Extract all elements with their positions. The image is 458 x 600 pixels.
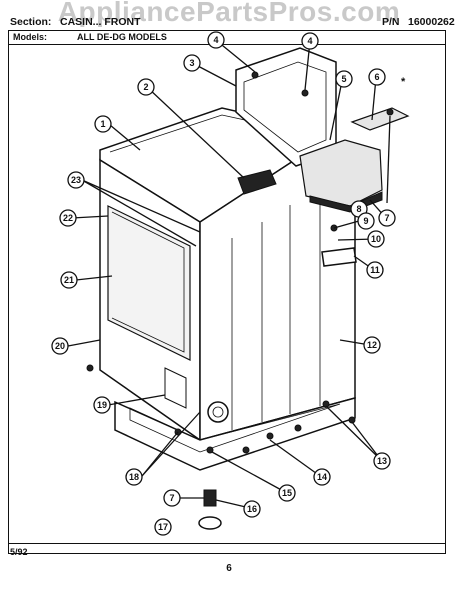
callout-17: 17 (154, 518, 172, 536)
svg-text:20: 20 (55, 341, 65, 351)
callout-18: 18 (125, 468, 143, 486)
watermark: AppliancePartsPros.com (57, 0, 401, 27)
callout-11: 11 (366, 261, 384, 279)
callout-12: 12 (363, 336, 381, 354)
revision-date: 5/92 (10, 547, 28, 557)
callout-5: 5 (335, 70, 353, 88)
models-value: ALL DE-DG MODELS (77, 32, 167, 42)
bracket (321, 247, 357, 267)
svg-text:22: 22 (63, 213, 73, 223)
callout-4b: 4 (301, 32, 319, 50)
callout-3: 3 (183, 54, 201, 72)
svg-text:21: 21 (64, 275, 74, 285)
header: Section: CASIN... FRONT P/N 16000262 (8, 16, 455, 30)
svg-text:12: 12 (367, 340, 377, 350)
diagram-frame: Models: ALL DE-DG MODELS (8, 30, 446, 554)
svg-text:23: 23 (71, 175, 81, 185)
callout-4a: 4 (207, 31, 225, 49)
panel-strip (309, 191, 383, 213)
callout-1: 1 (94, 115, 112, 133)
section-value: CASIN... FRONT (60, 16, 141, 28)
control-panel (299, 139, 383, 207)
callout-14: 14 (313, 468, 331, 486)
svg-text:9: 9 (363, 216, 368, 226)
callout-9: 9 (357, 212, 375, 230)
foot-pad (198, 516, 222, 530)
svg-text:19: 19 (97, 400, 107, 410)
door-panel (107, 205, 191, 361)
svg-text:13: 13 (377, 456, 387, 466)
callout-10: 10 (367, 230, 385, 248)
svg-text:8: 8 (356, 204, 361, 214)
callout-20: 20 (51, 337, 69, 355)
svg-text:16: 16 (247, 504, 257, 514)
svg-text:7: 7 (169, 493, 174, 503)
callout-6: 6 (368, 68, 386, 86)
svg-text:17: 17 (158, 522, 168, 532)
svg-text:14: 14 (317, 472, 327, 482)
svg-text:18: 18 (129, 472, 139, 482)
svg-text:4: 4 (213, 35, 218, 45)
callout-15: 15 (278, 484, 296, 502)
svg-text:15: 15 (282, 488, 292, 498)
models-label: Models: (13, 32, 48, 42)
callout-22: 22 (59, 209, 77, 227)
callout-7a: 7 (378, 209, 396, 227)
callout-13: 13 (373, 452, 391, 470)
part-number-label: P/N (382, 16, 400, 28)
lid-switch (237, 169, 277, 195)
callout-2: 2 (137, 78, 155, 96)
svg-text:10: 10 (371, 234, 381, 244)
svg-text:5: 5 (341, 74, 346, 84)
svg-text:1: 1 (100, 119, 105, 129)
svg-text:11: 11 (370, 265, 380, 275)
page-number: 6 (226, 563, 232, 574)
svg-text:6: 6 (374, 72, 379, 82)
leveling-leg (203, 489, 217, 507)
callout-21: 21 (60, 271, 78, 289)
callout-23: 23 (67, 171, 85, 189)
callout-19: 19 (93, 396, 111, 414)
svg-text:3: 3 (189, 58, 194, 68)
svg-text:4: 4 (307, 36, 312, 46)
svg-text:7: 7 (384, 213, 389, 223)
callout-16: 16 (243, 500, 261, 518)
callout-asterisk: * (401, 76, 406, 88)
models-row: Models: ALL DE-DG MODELS (9, 31, 445, 45)
callout-7b: 7 (163, 489, 181, 507)
end-cap (350, 107, 410, 131)
access-panel (164, 367, 187, 409)
svg-text:2: 2 (143, 82, 148, 92)
section-label: Section: (10, 16, 52, 28)
footer-divider (8, 543, 446, 544)
part-number-value: 16000262 (408, 16, 455, 28)
